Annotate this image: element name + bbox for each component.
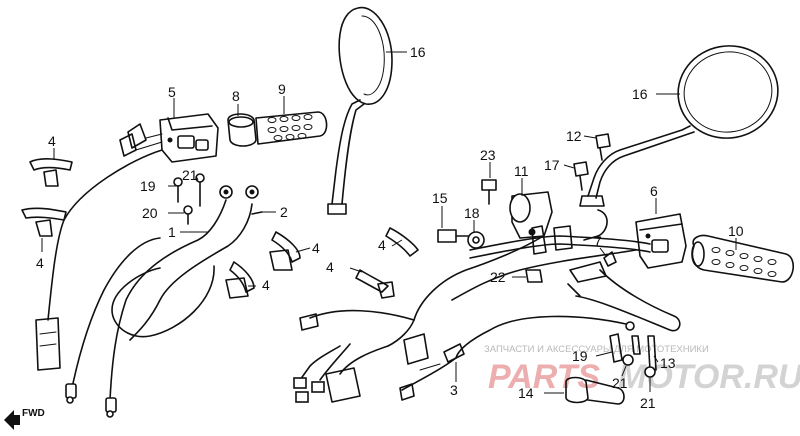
forward-direction-indicator: FWD	[4, 408, 45, 430]
callout-21-left: 21	[182, 167, 198, 183]
callout-22: 22	[490, 269, 506, 285]
handlebar[interactable]	[469, 235, 651, 259]
fasteners-center[interactable]	[437, 179, 543, 283]
clutch-cable[interactable]	[399, 315, 635, 401]
callout-5: 5	[168, 84, 176, 100]
wire-band-clamps[interactable]	[21, 158, 419, 299]
callout-14: 14	[518, 385, 534, 401]
watermark-tagline: ЗАПЧАСТИ И АКСЕССУАРЫ ДЛЯ МОТОТЕХНИКИ	[484, 344, 709, 355]
fwd-label: FWD	[22, 408, 45, 419]
switch-housing-left[interactable]	[119, 113, 219, 163]
callout-21-bottom: 21	[640, 395, 656, 411]
callout-6: 6	[650, 183, 658, 199]
fwd-arrow-icon	[4, 410, 20, 430]
callout-9: 9	[278, 81, 286, 97]
right-grip[interactable]	[691, 234, 794, 283]
callout-16-right-mirror: 16	[632, 86, 648, 102]
throttle-cables[interactable]	[65, 199, 263, 418]
leader-lines	[41, 51, 737, 394]
watermark-brand-a: PARTS	[488, 358, 600, 396]
brake-lever[interactable]	[567, 251, 681, 332]
callout-10: 10	[728, 223, 744, 239]
callout-8: 8	[232, 88, 240, 104]
callout-4-lower-harness: 4	[326, 259, 334, 275]
callout-numbers: 16 16 5 8 9 4 4 4 4 4 4 21 19 20 2 1 12 …	[36, 44, 744, 411]
handlebar-holder[interactable]	[509, 191, 573, 255]
callout-4-lower-center: 4	[262, 277, 270, 293]
callout-16-left-mirror: 16	[410, 44, 426, 60]
callout-19-left: 19	[140, 178, 156, 194]
callout-17: 17	[544, 157, 560, 173]
callout-4-top-left: 4	[48, 133, 56, 149]
switch-housing-right[interactable]	[635, 213, 687, 269]
callout-13: 13	[660, 355, 676, 371]
callout-15: 15	[432, 190, 448, 206]
callout-20: 20	[142, 205, 158, 221]
screws-left-cluster[interactable]	[173, 173, 259, 225]
callout-3: 3	[450, 382, 458, 398]
callout-4-left: 4	[36, 255, 44, 271]
callout-2: 2	[280, 204, 288, 220]
watermark: ЗАПЧАСТИ И АКСЕССУАРЫ ДЛЯ МОТОТЕХНИКИ PA…	[484, 344, 800, 396]
callout-21-right: 21	[612, 375, 628, 391]
left-switch-harness[interactable]	[35, 149, 163, 371]
callout-7: 7	[594, 233, 602, 249]
callout-11: 11	[514, 163, 529, 179]
callout-12: 12	[566, 128, 582, 144]
mirror-left[interactable]	[327, 6, 393, 215]
callout-1: 1	[168, 224, 176, 240]
callout-23: 23	[480, 147, 496, 163]
callout-19-right: 19	[572, 348, 588, 364]
watermark-brand-b: MOTOR.RU	[618, 358, 800, 396]
mirror-right[interactable]	[579, 38, 785, 241]
callout-4-center: 4	[312, 240, 320, 256]
pivot-bolt-and-nut[interactable]	[565, 333, 657, 405]
throttle-grip[interactable]	[227, 111, 328, 147]
callout-4-harness: 4	[378, 237, 386, 253]
main-wire-harness[interactable]	[293, 237, 637, 403]
bolts-right-upper[interactable]	[573, 133, 611, 191]
callout-18: 18	[464, 205, 480, 221]
